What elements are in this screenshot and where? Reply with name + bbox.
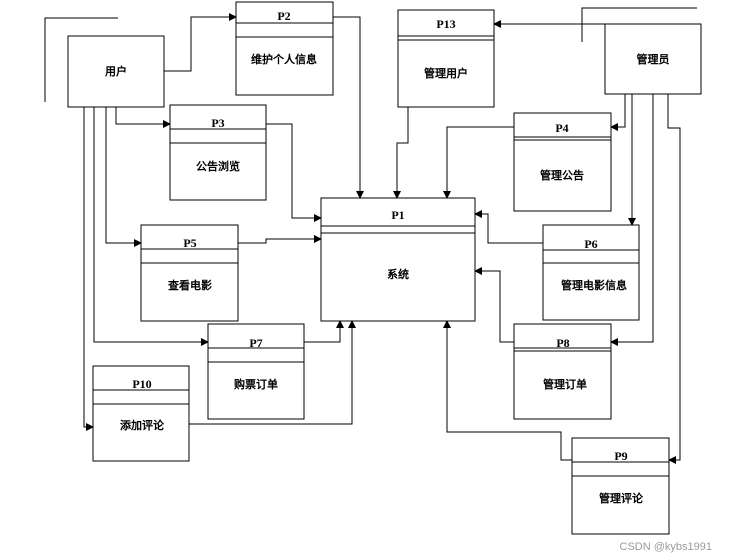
process-p13: P13 管理用户 (397, 9, 495, 108)
flow-p8-p1 (474, 267, 514, 343)
flow-admin-p9 (667, 94, 681, 464)
process-p4: P4 管理公告 (513, 112, 612, 212)
process-p2-id: P2 (277, 9, 290, 23)
process-p10-label: 添加评论 (120, 418, 165, 432)
process-p10: P10 添加评论 (92, 365, 190, 462)
flow-user-p5 (105, 107, 142, 247)
process-p5-label: 查看电影 (168, 278, 212, 292)
process-p9-id: P9 (614, 449, 627, 463)
flow-p3-p1 (266, 123, 322, 222)
flow-user-p7 (93, 107, 209, 346)
entity-user: 用户 (67, 35, 165, 108)
flow-user-p10 (83, 107, 94, 431)
process-p3-id: P3 (211, 116, 224, 130)
entity-admin-label: 管理员 (637, 52, 670, 66)
flow-p13-p1 (393, 107, 409, 199)
process-p2-label: 维护个人信息 (251, 52, 317, 66)
process-p7-id: P7 (249, 336, 262, 350)
process-p3: P3 公告浏览 (169, 104, 267, 201)
flow-p10-p1 (189, 320, 356, 425)
process-p4-id: P4 (555, 121, 568, 135)
flow-admin-p8 (610, 94, 654, 346)
user-shadow-bracket (44, 17, 118, 102)
watermark: CSDN @kybs1991 (620, 541, 712, 553)
process-p7-label: 购票订单 (234, 377, 278, 391)
flow-p5-p1 (238, 235, 322, 244)
flow-p2-p1 (333, 16, 364, 199)
process-p6-label: 管理电影信息 (561, 278, 627, 292)
process-p2: P2 维护个人信息 (235, 1, 334, 96)
process-p3-label: 公告浏览 (196, 159, 240, 173)
process-p5: P5 查看电影 (140, 224, 239, 322)
entity-user-label: 用户 (105, 64, 127, 78)
process-p9-label: 管理评论 (599, 491, 644, 505)
admin-shadow-bracket (581, 7, 697, 42)
process-p8: P8 管理订单 (513, 323, 612, 420)
process-p6: P6 管理电影信息 (542, 224, 640, 321)
process-p10-id: P10 (132, 377, 151, 391)
flow-p4-p1 (443, 126, 514, 199)
flow-p7-p1 (304, 320, 344, 343)
flow-user-p3 (115, 107, 171, 128)
process-p9: P9 管理评论 (571, 437, 670, 535)
process-p1-label: 系统 (387, 267, 409, 281)
flow-p9-p1 (443, 320, 572, 461)
process-p8-id: P8 (556, 336, 569, 350)
process-p4-label: 管理公告 (540, 168, 584, 182)
process-p6-id: P6 (584, 237, 597, 251)
process-p13-id: P13 (436, 17, 455, 31)
process-p5-id: P5 (183, 236, 196, 250)
process-p8-label: 管理订单 (543, 377, 587, 391)
flow-lines (83, 13, 681, 464)
flow-p6-p1 (474, 210, 543, 244)
flow-admin-p4 (610, 94, 626, 131)
process-p1: P1 系统 (320, 197, 476, 322)
process-p1-id: P1 (391, 208, 404, 222)
process-p13-label: 管理用户 (424, 66, 468, 80)
flow-user-p2 (164, 13, 237, 72)
process-p7: P7 购票订单 (207, 323, 305, 420)
entity-admin: 管理员 (604, 23, 702, 95)
